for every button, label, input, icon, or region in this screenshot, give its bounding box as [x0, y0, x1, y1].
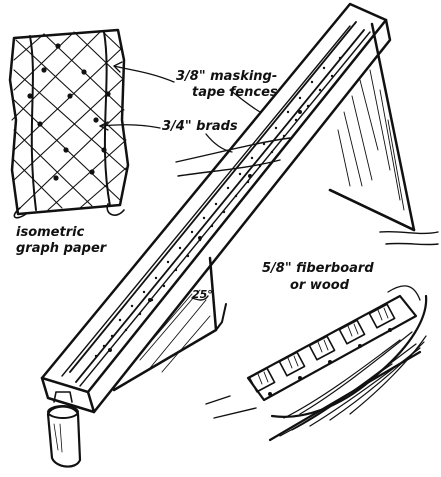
finished-strip — [246, 294, 428, 442]
triangle-support — [328, 22, 416, 232]
jig-board — [40, 2, 392, 414]
brads-label: 3/4" brads — [162, 119, 238, 134]
table-surface — [175, 137, 439, 419]
brad-dots — [27, 43, 111, 181]
fiberboard-label-line2: or wood — [290, 278, 350, 293]
board-dots — [94, 56, 342, 358]
lower-support — [112, 256, 227, 392]
graph-paper-label-line2: graph paper — [16, 241, 108, 256]
leader-lines — [99, 61, 421, 301]
graph-paper-sheet — [8, 28, 130, 219]
angle-label: 25° — [192, 288, 213, 301]
tile-squares — [248, 303, 396, 393]
wood-grain — [279, 331, 427, 437]
graph-paper-label-line1: isometric — [16, 225, 85, 240]
glue-bottle — [46, 391, 82, 468]
isometric-grid — [11, 30, 127, 211]
masking-tape-label-line1: 3/8" masking- — [176, 69, 277, 84]
masking-tape-label-line2: tape fences — [192, 85, 278, 100]
fiberboard-label-line1: 5/8" fiberboard — [262, 261, 374, 276]
